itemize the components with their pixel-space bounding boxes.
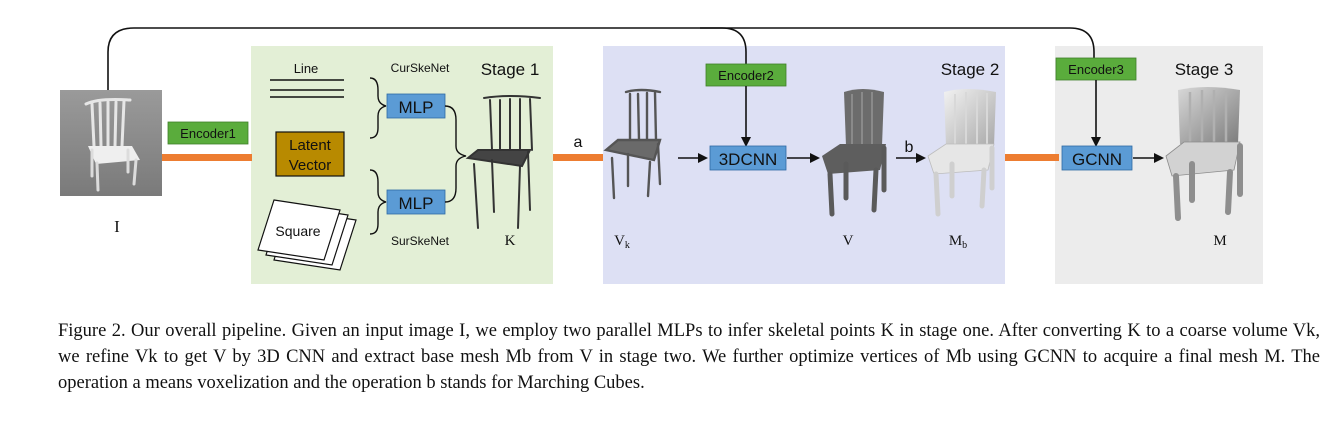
- square-stack-icon: [257, 199, 357, 271]
- caption-text: Our overall pipeline. Given an input ima…: [58, 321, 1320, 393]
- line-label: Line: [294, 61, 319, 76]
- vk-label: Vk: [614, 233, 630, 251]
- final-mesh-m: [1165, 87, 1243, 221]
- input-image: [60, 90, 162, 196]
- mlp-bottom-label: MLP: [399, 194, 434, 213]
- gcnn-box: [1061, 145, 1133, 171]
- skip-connection-to-encoder2: [107, 27, 747, 92]
- encoder2-label: Encoder2: [718, 68, 774, 83]
- surskenet-label: SurSkeNet: [391, 234, 450, 248]
- skeleton-points-k: [465, 95, 541, 229]
- encoder3-label: Encoder3: [1068, 62, 1124, 77]
- figure-label: Figure 2.: [58, 321, 126, 341]
- base-mesh-mb: [927, 89, 996, 217]
- stage1-title: Stage 1: [481, 60, 540, 79]
- stage2-to-stage3-connector: [1005, 154, 1059, 161]
- op-a-label: a: [574, 134, 583, 151]
- 3dcnn-box: [709, 145, 787, 171]
- mlp-top-label: MLP: [399, 98, 434, 117]
- stage3-title: Stage 3: [1175, 60, 1234, 79]
- encoder1-box: [167, 121, 249, 145]
- top-mlp-brace: [369, 77, 387, 139]
- input-label: I: [114, 217, 120, 236]
- encoder1-label: Encoder1: [180, 126, 236, 141]
- latent-vector-line1: Latent: [289, 137, 332, 154]
- square-label: Square: [275, 223, 320, 239]
- figure-caption: Figure 2. Our overall pipeline. Given an…: [58, 318, 1320, 396]
- skip-connection-to-encoder3: [700, 27, 1095, 58]
- latent-vector-line2: Vector: [289, 157, 332, 174]
- op-b-label: b: [905, 139, 914, 156]
- line-icon: [270, 79, 344, 98]
- pipeline-diagram: I Encoder1 Stage 1 Line CurSkeNet Latent…: [60, 27, 1263, 284]
- coarse-volume-vk: [603, 88, 662, 200]
- m-label: M: [1213, 233, 1226, 249]
- voxelization-connector: [553, 154, 603, 161]
- mlp-bottom-box: [386, 189, 446, 215]
- stage2-title: Stage 2: [941, 60, 1000, 79]
- curskenet-label: CurSkeNet: [391, 61, 450, 75]
- refined-volume-v: [822, 89, 887, 217]
- merge-brace: [444, 105, 467, 203]
- skeleton-label-k: K: [505, 233, 516, 249]
- latent-vector-box: [275, 131, 345, 177]
- v-label: V: [843, 233, 854, 249]
- mb-label: Mb: [949, 233, 967, 251]
- 3dcnn-label: 3DCNN: [719, 150, 778, 169]
- gcnn-label: GCNN: [1072, 150, 1122, 169]
- encoder1-connector: [162, 154, 252, 161]
- bottom-mlp-brace: [369, 169, 387, 235]
